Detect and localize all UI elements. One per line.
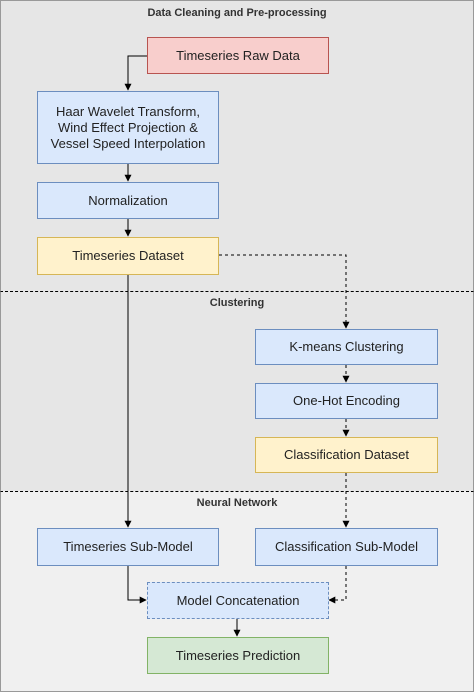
node-timeseries-raw-data[interactable]: Timeseries Raw Data bbox=[147, 37, 329, 74]
section-title-neural-network: Neural Network bbox=[196, 497, 278, 509]
node-haar-wavelet-transform[interactable]: Haar Wavelet Transform, Wind Effect Proj… bbox=[37, 91, 219, 164]
node-one-hot-encoding[interactable]: One-Hot Encoding bbox=[255, 383, 438, 419]
section-title-preprocessing: Data Cleaning and Pre-processing bbox=[147, 7, 327, 19]
node-timeseries-sub-model[interactable]: Timeseries Sub-Model bbox=[37, 528, 219, 566]
section-title-clustering: Clustering bbox=[209, 297, 265, 309]
node-normalization[interactable]: Normalization bbox=[37, 182, 219, 219]
node-model-concatenation[interactable]: Model Concatenation bbox=[147, 582, 329, 619]
node-classification-sub-model[interactable]: Classification Sub-Model bbox=[255, 528, 438, 566]
node-timeseries-dataset[interactable]: Timeseries Dataset bbox=[37, 237, 219, 275]
node-timeseries-prediction[interactable]: Timeseries Prediction bbox=[147, 637, 329, 674]
node-classification-dataset[interactable]: Classification Dataset bbox=[255, 437, 438, 473]
node-kmeans-clustering[interactable]: K-means Clustering bbox=[255, 329, 438, 365]
